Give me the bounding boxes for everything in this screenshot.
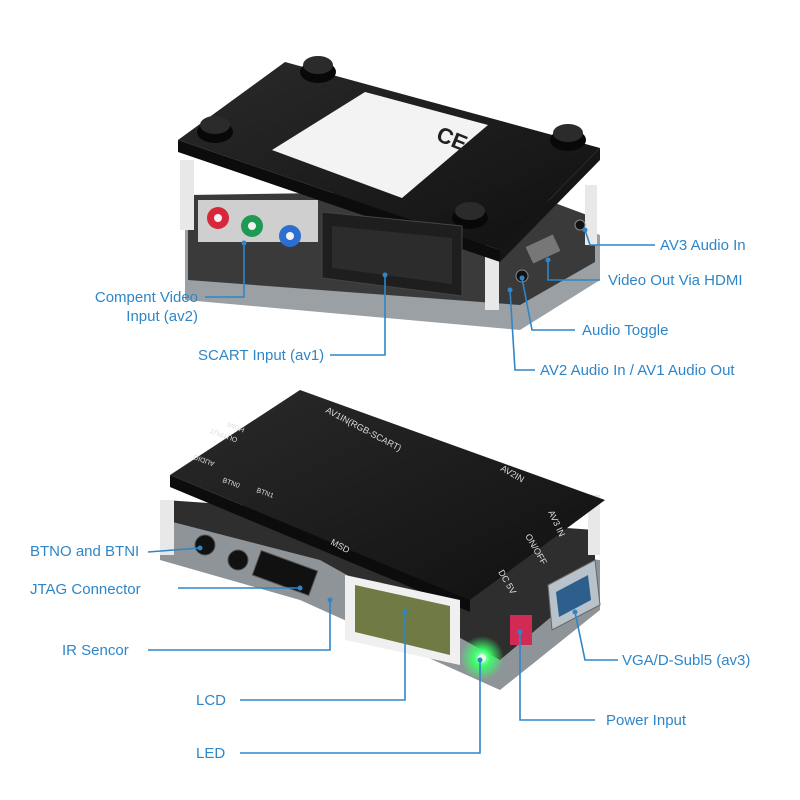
callout-vga bbox=[574, 611, 618, 661]
callout-ir bbox=[148, 600, 331, 651]
spacer bbox=[585, 185, 597, 245]
label-component-video-line2: Input (av2) bbox=[126, 308, 198, 325]
audio-jack bbox=[574, 219, 586, 231]
callout-scart bbox=[330, 275, 386, 356]
label-video-out-hdmi: Video Out Via HDMI bbox=[608, 272, 743, 289]
jtag-header bbox=[251, 549, 319, 597]
rubber-foot bbox=[303, 56, 333, 74]
label-audio-toggle: Audio Toggle bbox=[582, 322, 669, 339]
label-btn: BTNO and BTNI bbox=[30, 543, 140, 560]
callout-power bbox=[519, 632, 595, 721]
lcd-screen bbox=[355, 585, 450, 655]
board-text-hdmi: HDMI bbox=[226, 420, 245, 433]
callout-audio-toggle bbox=[521, 277, 575, 331]
top-device: CE bbox=[178, 56, 600, 330]
rca-red-jack-center bbox=[214, 214, 222, 222]
scart-pins bbox=[332, 226, 452, 284]
callout-hdmi bbox=[547, 260, 600, 281]
spacer bbox=[180, 160, 194, 230]
label-av2-audio: AV2 Audio In / AV1 Audio Out bbox=[540, 362, 735, 379]
certification-sticker bbox=[272, 92, 488, 198]
bottom-device-lid bbox=[170, 390, 605, 600]
rca-green-jack-center bbox=[248, 222, 256, 230]
rubber-foot bbox=[200, 116, 230, 134]
bottom-device-lid-edge bbox=[170, 475, 470, 612]
callout-lcd bbox=[240, 612, 406, 701]
label-component-video: Compent Video Input (av2) bbox=[48, 288, 198, 326]
label-vga: VGA/D-Subl5 (av3) bbox=[622, 652, 751, 669]
bottom-device: AV1IN(RGB-SCART) AV2IN AV3 IN ON/OFF DC … bbox=[160, 390, 605, 690]
label-jtag: JTAG Connector bbox=[30, 581, 141, 598]
label-led: LED bbox=[196, 745, 226, 762]
callout-component bbox=[205, 243, 245, 298]
btn1-button bbox=[227, 549, 249, 571]
label-av3-audio-in: AV3 Audio In bbox=[660, 237, 746, 254]
callout-led bbox=[240, 660, 481, 754]
callout-av3-audio bbox=[584, 229, 655, 246]
callout-btn bbox=[147, 547, 201, 553]
rubber-foot bbox=[455, 202, 485, 220]
rca-blue-jack-center bbox=[286, 232, 294, 240]
spacer bbox=[160, 500, 174, 555]
callout-av2-audio bbox=[509, 289, 535, 371]
label-scart-input: SCART Input (av1) bbox=[198, 347, 325, 364]
hdmi-port bbox=[525, 234, 561, 264]
label-component-video-line1: Compent Video bbox=[94, 289, 198, 306]
rubber-foot bbox=[553, 124, 583, 142]
label-lcd: LCD bbox=[196, 692, 227, 709]
label-power-input: Power Input bbox=[606, 712, 687, 729]
btn0-button bbox=[194, 534, 216, 556]
label-ir-sensor: IR Sencor bbox=[62, 642, 129, 659]
vga-port-inner bbox=[556, 575, 591, 617]
top-device-lid-edge bbox=[500, 148, 600, 262]
callout-lines bbox=[147, 227, 655, 754]
